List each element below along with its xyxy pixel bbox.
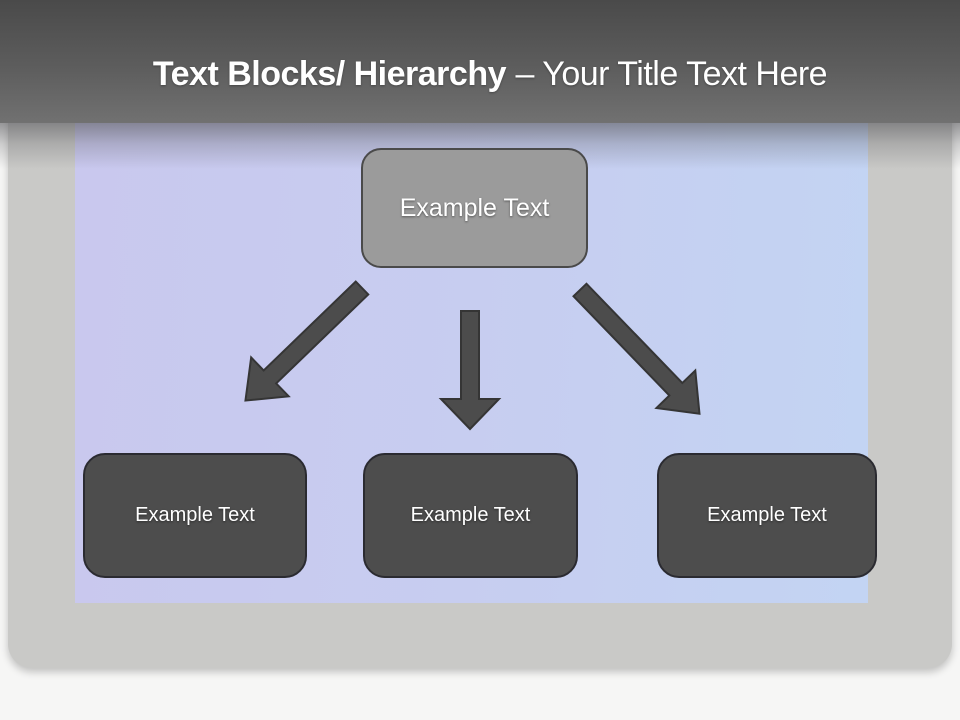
- hierarchy-root-box: Example Text: [361, 148, 588, 268]
- hierarchy-child-label: Example Text: [410, 504, 531, 526]
- slide-title-topic: Text Blocks/ Hierarchy: [152, 55, 507, 93]
- hierarchy-child-box-3: Example Text: [657, 453, 877, 578]
- hierarchy-child-label: Example Text: [707, 504, 827, 526]
- title-band: Text Blocks/ Hierarchy– Your Title Text …: [0, 0, 960, 123]
- hierarchy-child-box-2: Example Text: [363, 453, 578, 578]
- hierarchy-child-box-1: Example Text: [83, 453, 307, 578]
- hierarchy-root-label: Example Text: [399, 193, 550, 222]
- slide-title-subtitle: – Your Title Text Here: [515, 55, 828, 93]
- slide-title: Text Blocks/ Hierarchy– Your Title Text …: [10, 55, 960, 94]
- hierarchy-child-label: Example Text: [135, 504, 255, 526]
